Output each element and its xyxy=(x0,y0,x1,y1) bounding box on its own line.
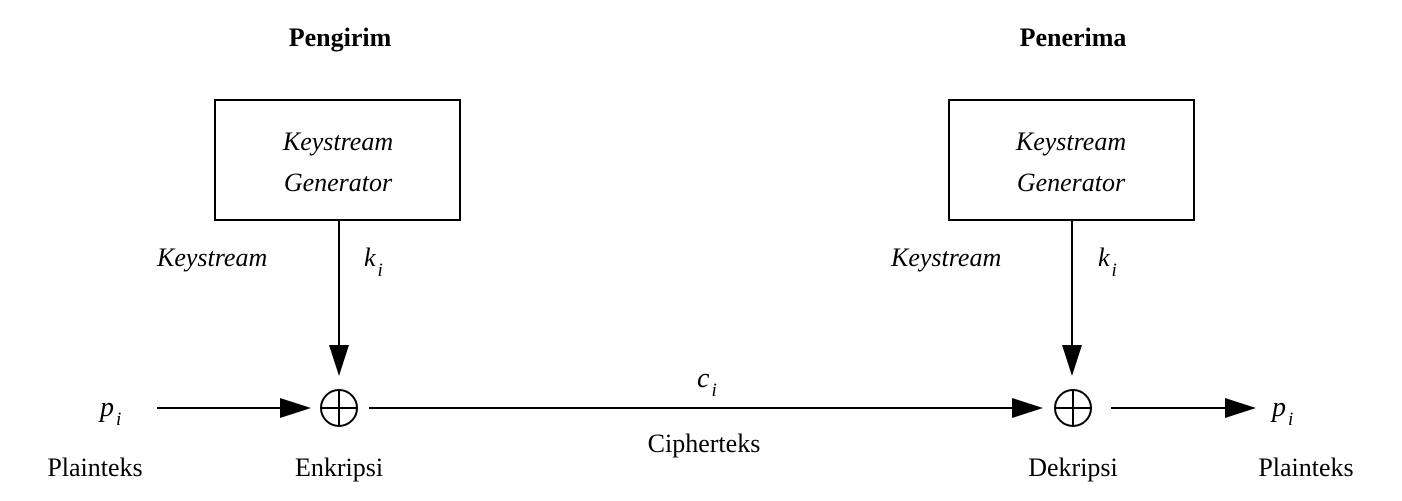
output-subscript: i xyxy=(1288,409,1293,430)
receiver-generator-box xyxy=(948,99,1195,221)
ciphertext-caption: Cipherteks xyxy=(648,429,761,458)
input-symbol: p xyxy=(98,392,114,423)
receiver-keystream-arrow xyxy=(1062,220,1082,376)
sender-generator-line1: Keystream xyxy=(282,127,393,156)
sender-key-subscript: i xyxy=(378,260,383,281)
input-subscript: i xyxy=(116,409,121,430)
ciphertext-arrowhead xyxy=(1012,398,1043,418)
output-symbol: p xyxy=(1270,392,1286,423)
receiver-key-subscript: i xyxy=(1112,260,1117,281)
sender-keystream-arrow xyxy=(329,220,349,376)
ciphertext-arrow xyxy=(369,398,1043,418)
input-arrow xyxy=(157,398,311,418)
output-arrowhead xyxy=(1225,398,1256,418)
sender-generator-box xyxy=(214,99,461,221)
sender-xor xyxy=(320,389,358,427)
receiver-generator-line1: Keystream xyxy=(1015,127,1126,156)
receiver-heading: Penerima xyxy=(1020,23,1127,52)
receiver-keystream-label: Keystream xyxy=(890,243,1001,272)
encrypt-caption: Enkripsi xyxy=(295,453,383,482)
receiver-keystream-generator: Keystream Generator xyxy=(948,99,1195,221)
sender-key-symbol: k xyxy=(364,243,376,272)
sender-keystream-generator: Keystream Generator xyxy=(214,99,461,221)
sender-keystream-arrowhead xyxy=(329,345,349,376)
ciphertext-symbol: c xyxy=(697,363,710,394)
input-plaintext-caption: Plainteks xyxy=(47,453,142,482)
decrypt-caption: Dekripsi xyxy=(1028,453,1118,482)
sender-heading: Pengirim xyxy=(289,23,392,52)
sender-generator-line2: Generator xyxy=(284,168,393,197)
input-arrowhead xyxy=(280,398,311,418)
sender-keystream-label: Keystream xyxy=(156,243,267,272)
receiver-generator-line2: Generator xyxy=(1017,168,1126,197)
receiver-key-symbol: k xyxy=(1098,243,1110,272)
output-arrow xyxy=(1111,398,1256,418)
ciphertext-subscript: i xyxy=(711,380,716,401)
receiver-xor xyxy=(1054,389,1092,427)
receiver-keystream-arrowhead xyxy=(1062,345,1082,376)
output-plaintext-caption: Plainteks xyxy=(1258,453,1353,482)
